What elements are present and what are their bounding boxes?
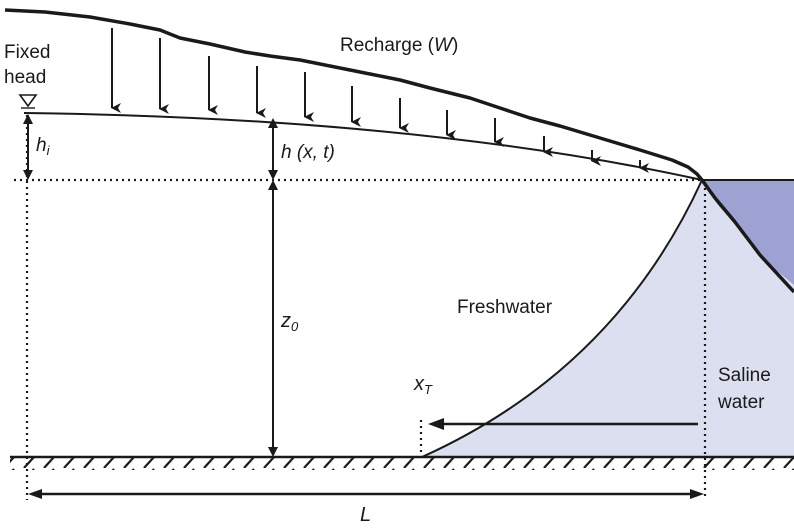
h-xt-dimension-arrow <box>268 118 278 180</box>
fixed-head-line1: Fixed <box>4 42 51 63</box>
freshwater-label: Freshwater <box>457 297 553 318</box>
fixed-head-line2: head <box>4 67 47 88</box>
h-i-dimension-arrow <box>23 114 33 180</box>
xt-label: xT <box>414 373 432 397</box>
saline-line2: water <box>718 392 765 413</box>
sea-region <box>702 180 794 285</box>
saline-water-region <box>422 180 794 457</box>
length-label: L <box>360 504 372 526</box>
recharge-label: Recharge (W) <box>340 34 458 57</box>
intrusion-arrow <box>428 418 698 430</box>
z0-label: z0 <box>281 310 299 334</box>
saline-water-label: Saline water <box>718 362 771 416</box>
recharge-symbol: W <box>434 35 452 56</box>
fixed-head-label: Fixed head <box>4 40 50 90</box>
recharge-text: Recharge ( <box>340 35 434 56</box>
h-xt-label: h (x, t) <box>281 142 335 163</box>
saline-line1: Saline <box>718 365 771 386</box>
impermeable-base-hatching <box>10 458 794 470</box>
length-dimension-arrow <box>28 489 704 499</box>
freshwater-saltwater-interface <box>421 179 703 458</box>
water-table-triangle-icon <box>18 94 38 109</box>
ground-surface-line <box>4 8 794 294</box>
recharge-close: ) <box>451 35 459 56</box>
z0-dimension-arrow <box>268 180 278 457</box>
recharge-arrows <box>111 28 649 173</box>
water-table-curve <box>23 112 703 181</box>
h-i-label: hi <box>36 135 50 158</box>
